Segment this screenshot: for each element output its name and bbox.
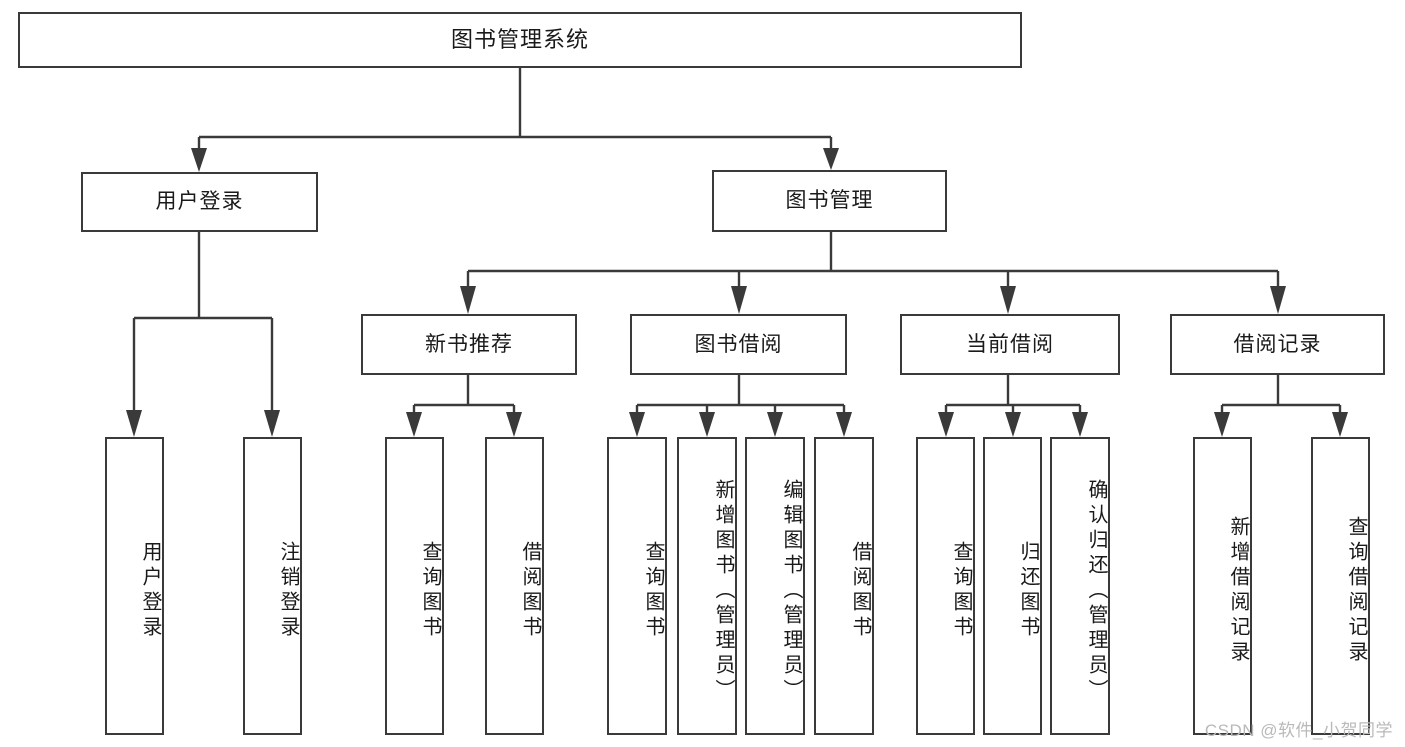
node-label: 查询借阅记录 [1345,516,1367,666]
node-book-management[interactable]: 图书管理 [712,170,947,232]
node-label: 用户登录 [155,190,244,214]
node-label: 图书管理 [785,189,874,213]
node-label: 图书管理系统 [450,26,589,52]
leaf-book-borrow-add-admin[interactable]: 新增图书（管理员） [677,437,737,735]
watermark-text: CSDN @软件_小贺同学 [1204,721,1393,740]
leaf-borrow-record-query[interactable]: 查询借阅记录 [1311,437,1370,735]
leaf-user-login-signout[interactable]: 注销登录 [243,437,302,735]
leaf-current-borrow-query[interactable]: 查询图书 [916,437,975,735]
node-label: 新书推荐 [425,332,513,356]
node-label: 当前借阅 [966,332,1054,356]
node-new-book-recommend[interactable]: 新书推荐 [361,314,577,375]
leaf-new-book-borrow[interactable]: 借阅图书 [485,437,544,735]
leaf-book-borrow-query[interactable]: 查询图书 [607,437,667,735]
leaf-current-borrow-confirm-admin[interactable]: 确认归还（管理员） [1050,437,1110,735]
node-label: 注销登录 [277,541,299,641]
node-current-borrow[interactable]: 当前借阅 [900,314,1120,375]
node-borrow-record[interactable]: 借阅记录 [1170,314,1385,375]
leaf-current-borrow-return[interactable]: 归还图书 [983,437,1042,735]
node-label: 确认归还（管理员） [1085,478,1107,704]
leaf-new-book-query[interactable]: 查询图书 [385,437,444,735]
node-label: 查询图书 [642,541,664,641]
node-root-book-management-system[interactable]: 图书管理系统 [18,12,1022,68]
node-label: 归还图书 [1017,541,1039,641]
leaf-user-login-signin[interactable]: 用户登录 [105,437,164,735]
node-user-login[interactable]: 用户登录 [81,172,318,232]
node-book-borrow[interactable]: 图书借阅 [630,314,847,375]
node-label: 借阅记录 [1233,332,1322,356]
node-label: 借阅图书 [519,541,541,641]
leaf-borrow-record-add[interactable]: 新增借阅记录 [1193,437,1252,735]
node-label: 编辑图书（管理员） [780,478,802,704]
node-label: 查询图书 [950,541,972,641]
node-label: 新增图书（管理员） [712,478,734,704]
node-label: 用户登录 [139,541,161,641]
node-label: 查询图书 [419,541,441,641]
leaf-book-borrow-borrow[interactable]: 借阅图书 [814,437,874,735]
node-label: 图书借阅 [694,332,783,356]
node-label: 借阅图书 [849,541,871,641]
leaf-book-borrow-edit-admin[interactable]: 编辑图书（管理员） [745,437,805,735]
node-label: 新增借阅记录 [1227,516,1249,666]
